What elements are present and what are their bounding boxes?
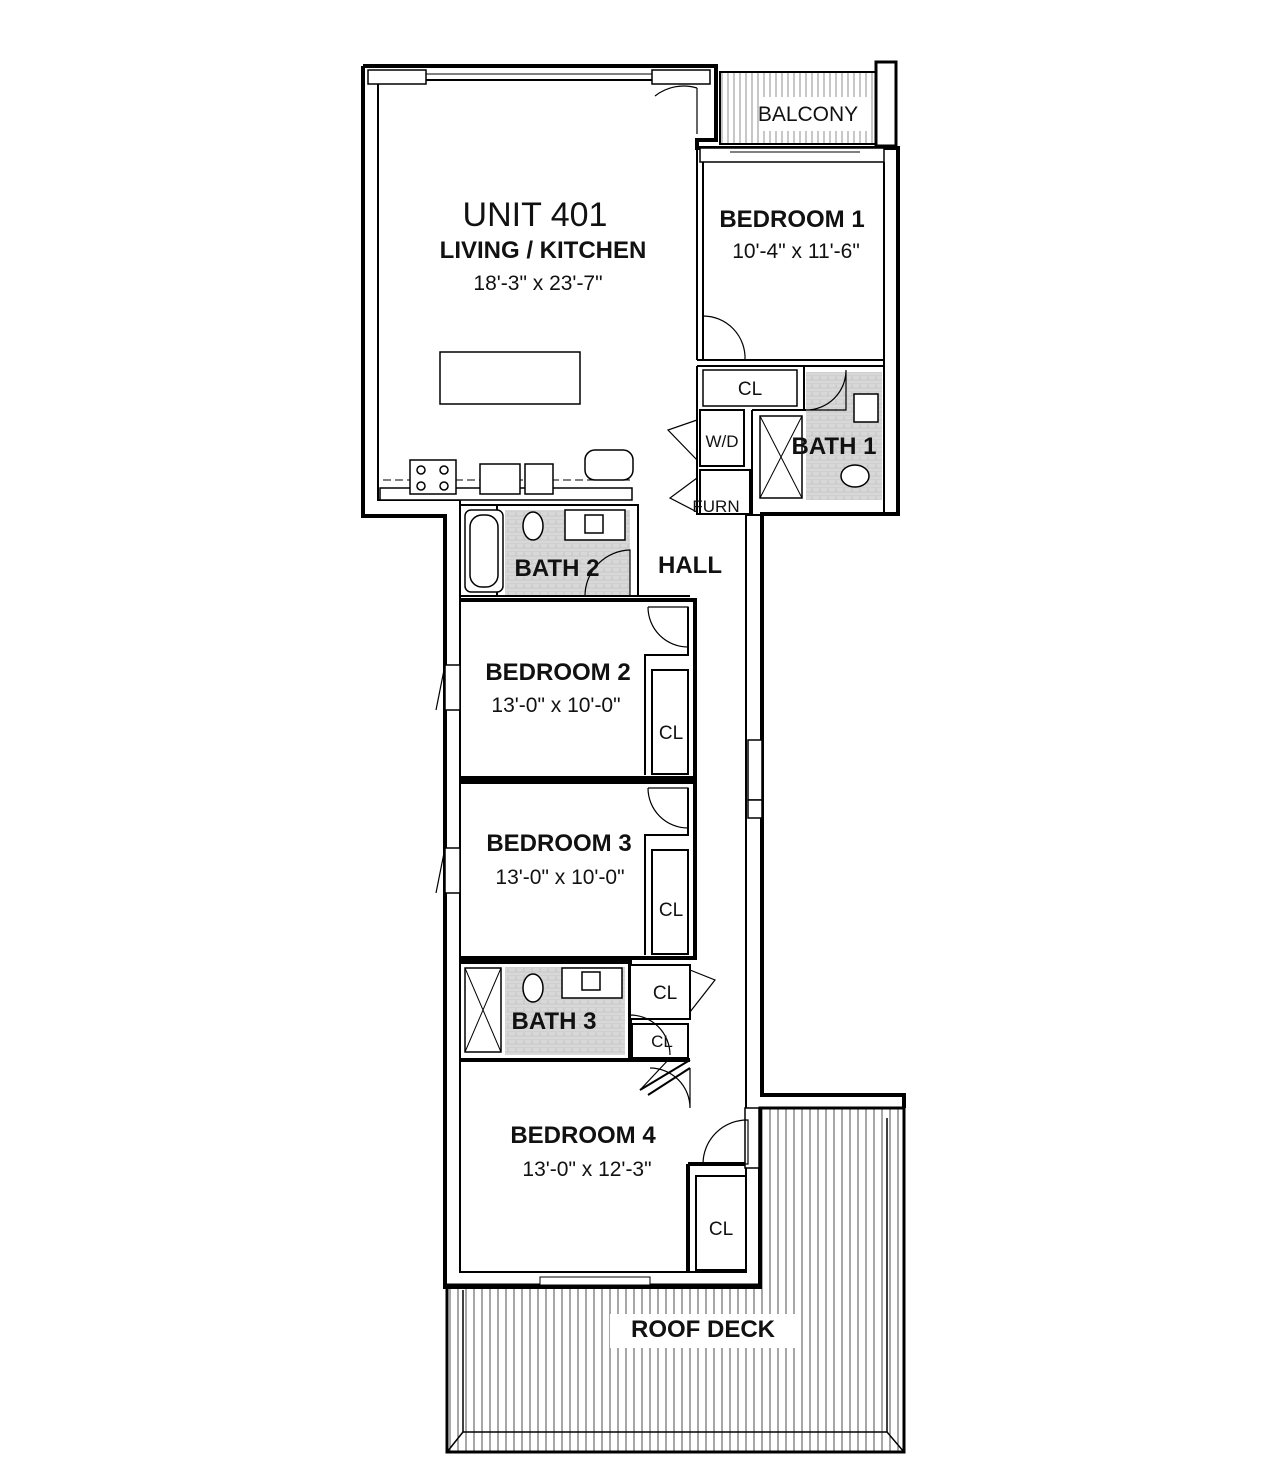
living-kitchen-name: LIVING / KITCHEN xyxy=(440,237,647,264)
closet-bed2-label: CL xyxy=(659,723,683,744)
bedroom2-name: BEDROOM 2 xyxy=(485,659,630,686)
vanity-sink-icon xyxy=(853,393,879,423)
toilet-icon xyxy=(522,973,544,1003)
roof-deck-label: ROOF DECK xyxy=(631,1316,776,1343)
kitchen-island xyxy=(439,351,581,405)
unit-title: UNIT 401 xyxy=(463,196,608,234)
bath2-label: BATH 2 xyxy=(515,555,600,582)
furnace-label: FURN xyxy=(692,497,739,516)
dishwasher-icon xyxy=(524,463,554,495)
range-icon xyxy=(409,459,457,495)
bath3-label: BATH 3 xyxy=(512,1008,597,1035)
balcony-label: BALCONY xyxy=(758,103,858,126)
closet-hall-lower-label: CL xyxy=(651,1032,673,1051)
door-swings xyxy=(435,85,847,1165)
bedroom3-dims: 13'-0" x 10'-0" xyxy=(495,866,624,889)
interior-walls xyxy=(379,140,885,1286)
fixtures xyxy=(409,351,879,1053)
sink-icon xyxy=(479,463,521,495)
living-kitchen-dims: 18'-3" x 23'-7" xyxy=(473,272,602,295)
washer-dryer-label: W/D xyxy=(705,432,738,451)
roof-deck xyxy=(445,1106,906,1454)
bedroom1-name: BEDROOM 1 xyxy=(719,206,864,233)
closet-hall-upper-label: CL xyxy=(653,983,677,1004)
hall-label: HALL xyxy=(658,552,722,579)
balcony xyxy=(719,60,898,148)
toilet-icon xyxy=(840,464,870,488)
bedroom2-dims: 13'-0" x 10'-0" xyxy=(491,694,620,717)
toilet-icon xyxy=(522,511,544,541)
bedroom3-name: BEDROOM 3 xyxy=(486,830,631,857)
bedroom4-dims: 13'-0" x 12'-3" xyxy=(522,1158,651,1181)
closet-bed4-label: CL xyxy=(709,1219,733,1240)
closet-bed3-label: CL xyxy=(659,900,683,921)
bath1-label: BATH 1 xyxy=(792,433,877,460)
bedroom4-name: BEDROOM 4 xyxy=(510,1122,656,1149)
fridge-icon xyxy=(584,449,634,481)
closet-bed1-label: CL xyxy=(738,379,762,400)
room-labels: UNIT 401 LIVING / KITCHEN 18'-3" x 23'-7… xyxy=(440,103,877,1343)
bedroom1-dims: 10'-4" x 11'-6" xyxy=(732,240,860,263)
